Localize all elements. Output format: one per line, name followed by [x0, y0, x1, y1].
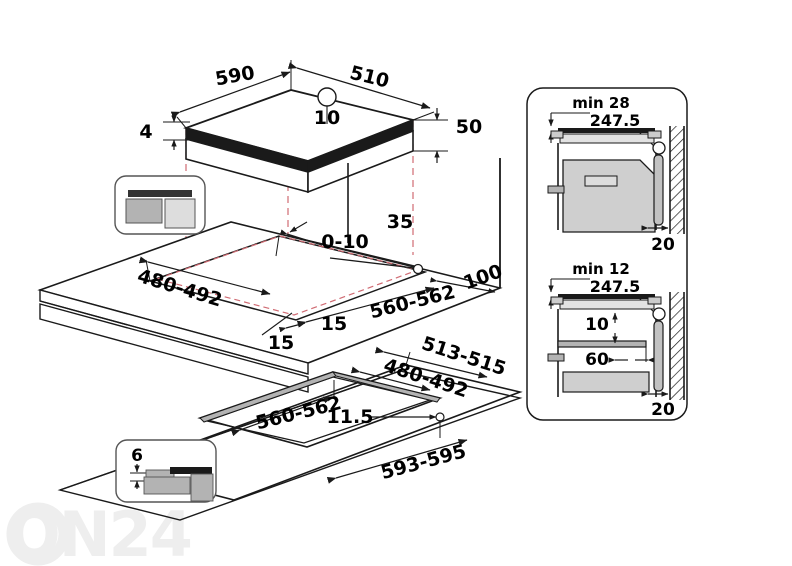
dim-glass-thickness: 4	[139, 112, 190, 150]
worktop-front-face	[39, 303, 309, 393]
label-50: 50	[456, 116, 482, 138]
inset-top-dark-bar	[128, 190, 192, 197]
label-10: 10	[314, 107, 340, 129]
detail-min-28: min 28 247.5	[547, 94, 685, 255]
detail-min-12: min 12 247.5 10	[547, 260, 685, 420]
inset-top-block-left	[125, 198, 163, 224]
main-isometric-view: 590 510 10 4	[37, 60, 505, 393]
support-lug-right-2	[647, 296, 662, 305]
support-lug-left	[550, 130, 564, 139]
oven-body	[562, 159, 656, 233]
rear-pipe-2	[653, 320, 664, 392]
lower-drawer	[562, 371, 650, 393]
label-0-10: 0-10	[321, 231, 369, 253]
inset-flush-mount-detail	[114, 175, 206, 235]
label-15-side: 15	[268, 332, 294, 354]
dim-overhang: 0-10	[321, 231, 424, 275]
label-10-shelf: 10	[585, 315, 609, 335]
wall-hatch-top	[670, 126, 684, 234]
label-11-5: 11.5	[327, 406, 374, 428]
label-60: 60	[585, 350, 609, 370]
rear-connector-circle	[652, 141, 666, 155]
dim-body-height: 50	[413, 108, 482, 163]
dim-margin-side: 15	[261, 312, 294, 354]
hob-plate-top	[558, 128, 655, 133]
wall-hatch-bottom	[670, 292, 684, 400]
inset-bottom-dark-bar	[170, 467, 212, 474]
hob-plate-body	[559, 133, 655, 144]
dim-frame-width: 11.5	[327, 406, 445, 428]
label-min-12: min 12	[572, 260, 630, 278]
dim-knob-height: 10	[314, 87, 340, 129]
label-593-595: 593-595	[378, 440, 468, 484]
support-lug-left-2	[550, 296, 564, 305]
label-min-28: min 28	[572, 94, 630, 112]
rear-pipe	[653, 154, 664, 226]
frame-width-node	[435, 412, 445, 422]
hob-body	[183, 89, 416, 194]
overhang-node	[412, 263, 424, 275]
inset-bottom-block-right	[190, 473, 214, 502]
label-15-front: 15	[321, 313, 347, 335]
oven-knob-left	[547, 185, 565, 194]
label-35: 35	[387, 211, 413, 233]
label-247-5-bottom: 247.5	[590, 277, 641, 296]
oven-display	[584, 175, 618, 187]
inset-worktop-thickness-detail: 6	[115, 439, 217, 503]
label-6: 6	[131, 446, 143, 466]
side-panel-clearance-details: min 28 247.5	[526, 87, 688, 421]
inset-bottom-block	[143, 476, 191, 495]
shelf-board	[557, 340, 647, 348]
oven-knob-left-2	[547, 353, 565, 362]
centre-circle-marker	[317, 87, 337, 107]
dim-corner-radius: 35	[279, 211, 416, 267]
hob-plate-body-2	[559, 299, 655, 310]
rear-connector-circle-2	[652, 307, 666, 321]
inset-top-block-right	[164, 198, 196, 229]
label-510: 510	[348, 62, 392, 93]
hob-plate-top-2	[558, 294, 655, 299]
label-20-top: 20	[651, 235, 675, 255]
label-4: 4	[139, 121, 152, 143]
label-247-5-top: 247.5	[590, 111, 641, 130]
watermark-ring	[6, 502, 70, 566]
support-lug-right	[647, 130, 662, 139]
label-20-bottom: 20	[651, 400, 675, 420]
dim-margin-front: 15	[278, 313, 347, 335]
